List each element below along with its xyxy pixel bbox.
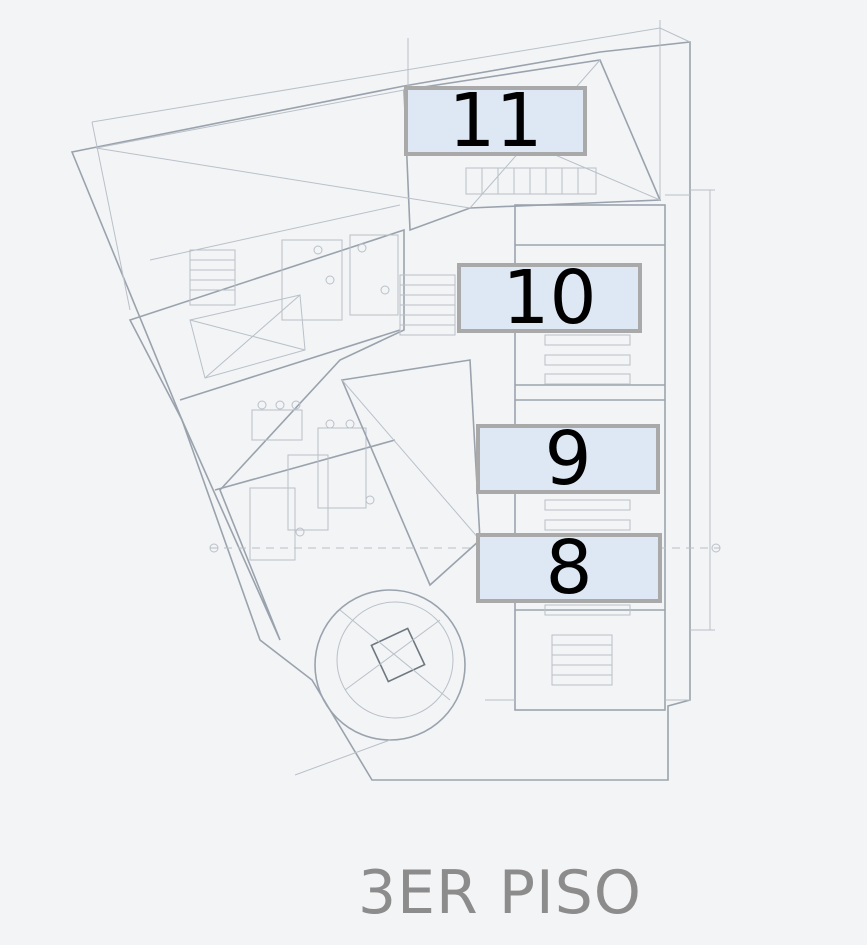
wing-west: [128, 204, 405, 641]
building-outline: [70, 20, 715, 781]
seating-room-9: [544, 499, 631, 616]
room-label-8[interactable]: 8: [476, 531, 662, 605]
stair-tower: [294, 589, 466, 776]
table-group: [249, 400, 375, 561]
seating-room-10: [544, 334, 631, 385]
desk-row: [465, 167, 597, 195]
room-label-9[interactable]: 9: [476, 422, 660, 496]
room-label-10[interactable]: 10: [457, 261, 642, 335]
floor-title: 3ER PISO: [357, 858, 643, 928]
wing-north: [95, 59, 662, 232]
room-label-11[interactable]: 11: [404, 84, 587, 158]
central-void: [340, 359, 481, 587]
main-stair: [399, 274, 456, 336]
